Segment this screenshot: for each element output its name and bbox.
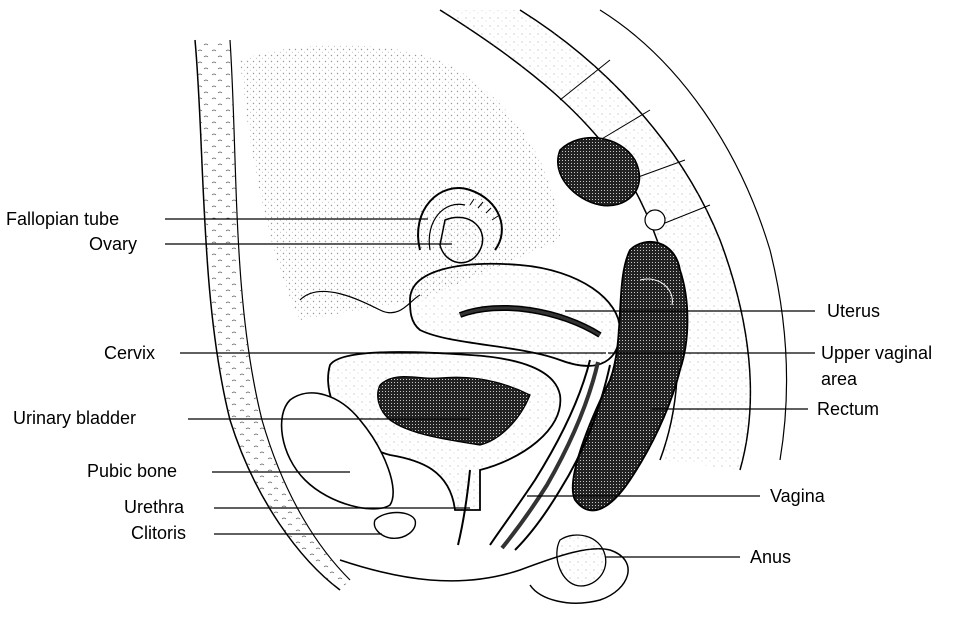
label-rectum: Rectum	[817, 399, 879, 419]
label-uterus: Uterus	[827, 301, 880, 321]
label-upper-vaginal-line1: Upper vaginal	[821, 343, 932, 363]
ovary-shape	[440, 217, 483, 262]
label-urethra: Urethra	[124, 497, 184, 517]
label-pubic-bone: Pubic bone	[87, 461, 177, 481]
label-vagina: Vagina	[770, 486, 825, 506]
rectum-shape	[573, 242, 688, 511]
label-fallopian-tube: Fallopian tube	[6, 209, 119, 229]
label-urinary-bladder: Urinary bladder	[13, 408, 136, 428]
label-ovary: Ovary	[89, 234, 137, 254]
label-clitoris: Clitoris	[131, 523, 186, 543]
uterus-shape	[410, 264, 620, 366]
label-upper-vaginal-line2: area	[821, 369, 857, 389]
label-anus: Anus	[750, 547, 791, 567]
label-cervix: Cervix	[104, 343, 155, 363]
